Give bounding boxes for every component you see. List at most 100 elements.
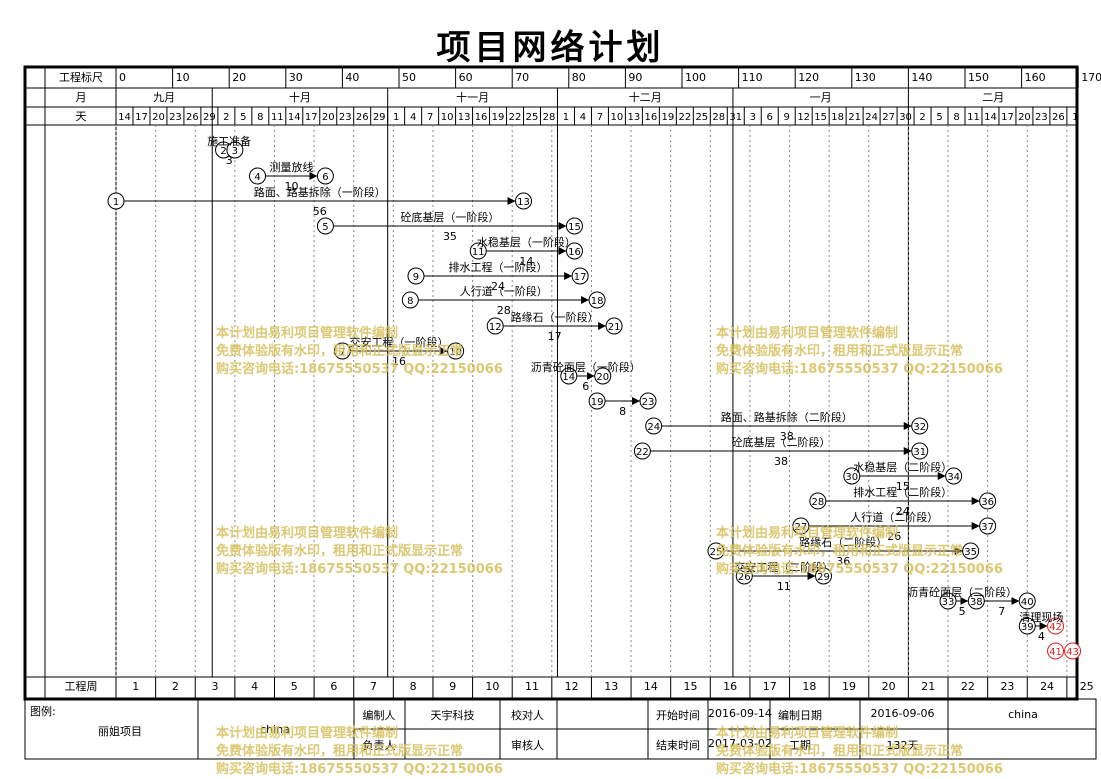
event-node-label: 25 (710, 547, 723, 558)
scale-tick-label: 40 (345, 71, 359, 84)
event-node-label: 9 (413, 272, 419, 283)
event-node-label: 5 (322, 222, 328, 233)
event-node (1018, 592, 1036, 610)
event-node (1047, 617, 1065, 635)
activity-duration: 36 (836, 555, 850, 568)
activity-label: 测量放线 (269, 160, 313, 174)
activity-duration: 38 (774, 455, 788, 468)
week-number-label: 7 (370, 680, 377, 693)
week-number-label: 9 (449, 680, 456, 693)
week-number-label: 19 (842, 680, 856, 693)
day-number-label: 26 (356, 112, 369, 123)
day-number-label: 8 (953, 112, 959, 123)
day-number-label: 7 (597, 112, 603, 123)
event-node-label: 40 (1021, 597, 1034, 608)
event-node (1018, 617, 1036, 635)
event-node-label: 31 (913, 447, 926, 458)
project-name: 丽姐项目 (98, 725, 142, 738)
activity-label: 沥青砼面层（一阶段） (531, 360, 641, 374)
activity-label: 人行道（一阶段） (460, 284, 548, 298)
week-number-label: 5 (291, 680, 298, 693)
event-node-label: 19 (591, 397, 604, 408)
event-node (407, 267, 425, 285)
event-node (843, 467, 861, 485)
day-number-label: 20 (152, 112, 165, 123)
scale-label: 工程标尺 (59, 70, 103, 84)
compiler-value: 天宇科技 (430, 709, 475, 722)
event-node-label: 13 (517, 197, 530, 208)
scale-tick-label: 20 (232, 71, 246, 84)
activity-label: 清理现场 (1019, 610, 1063, 624)
scale-tick-label: 50 (402, 71, 416, 84)
event-node-label: 2 (220, 146, 226, 157)
event-node (639, 392, 657, 410)
day-number-label: 23 (339, 112, 352, 123)
day-number-label: 16 (475, 112, 488, 123)
week-number-label: 16 (723, 680, 737, 693)
day-number-label: 26 (1052, 112, 1065, 123)
day-number-label: 17 (305, 112, 318, 123)
week-number-label: 6 (330, 680, 337, 693)
compile-date: 2016-09-06 (870, 707, 935, 720)
activity-label: 交安工程（一阶段） (350, 335, 449, 349)
event-node (515, 192, 533, 210)
event-node-label: 4 (254, 172, 260, 183)
event-node-label: 20 (596, 372, 609, 383)
scale-tick-label: 0 (119, 71, 126, 84)
activity-duration: 26 (887, 530, 901, 543)
event-node-label: 35 (964, 547, 977, 558)
proofreader-label: 校对人 (511, 709, 544, 722)
day-number-label: 24 (865, 112, 878, 123)
page-title: 项目网络计划 (436, 28, 665, 68)
event-node-label: 38 (970, 597, 983, 608)
event-node-label: 36 (981, 497, 994, 508)
week-number-label: 10 (485, 680, 499, 693)
day-number-label: 8 (257, 112, 263, 123)
activity-label: 砼底基层（一阶段） (400, 210, 499, 224)
event-node-label: 43 (1066, 647, 1079, 658)
day-number-label: 19 (661, 112, 674, 123)
event-node-label: 22 (636, 447, 649, 458)
month-label: 月 (76, 91, 87, 104)
event-node-label: 33 (942, 597, 955, 608)
week-number-label: 23 (1000, 680, 1014, 693)
event-node (633, 442, 651, 460)
activity-duration: 6 (582, 380, 589, 393)
compile-date-label: 编制日期 (778, 709, 822, 722)
duration-value: 132天 (886, 739, 919, 752)
event-node (447, 342, 465, 360)
activity-label: 路缘石（二阶段） (799, 535, 887, 549)
event-node-label: 10 (449, 347, 462, 358)
activity-duration: 3 (226, 154, 233, 167)
activity-duration: 10 (284, 180, 298, 193)
chart-frame (23, 65, 1079, 701)
event-node (911, 417, 929, 435)
week-number-label: 11 (525, 680, 539, 693)
day-number-label: 12 (797, 112, 810, 123)
event-node (560, 367, 578, 385)
activity-duration: 17 (548, 330, 562, 343)
day-number-label: 29 (203, 112, 216, 123)
event-node-label: 30 (845, 472, 858, 483)
day-number-label: 28 (712, 112, 725, 123)
month-label-cell: 九月 (153, 91, 175, 104)
week-number-label: 24 (1040, 680, 1054, 693)
activity-duration: 28 (497, 304, 511, 317)
event-node (911, 442, 929, 460)
owner-label: 负责人 (362, 739, 396, 752)
day-number-label: 2 (919, 112, 925, 123)
end-time-label: 结束时间 (656, 739, 700, 752)
scale-tick-label: 10 (176, 71, 190, 84)
activity-label: 人行道（二阶段） (850, 510, 938, 524)
day-number-label: 16 (645, 112, 658, 123)
event-node-label: 23 (642, 397, 655, 408)
scale-tick-label: 100 (685, 71, 706, 84)
day-number-label: 2 (223, 112, 229, 123)
activity-duration: 38 (780, 430, 794, 443)
day-number-label: 7 (427, 112, 433, 123)
activity-duration: 4 (1038, 630, 1045, 643)
end-date: 2017-03-02 (708, 737, 772, 750)
event-node-label: 28 (811, 497, 824, 508)
week-number-label: 18 (802, 680, 816, 693)
week-number-label: 22 (961, 680, 975, 693)
